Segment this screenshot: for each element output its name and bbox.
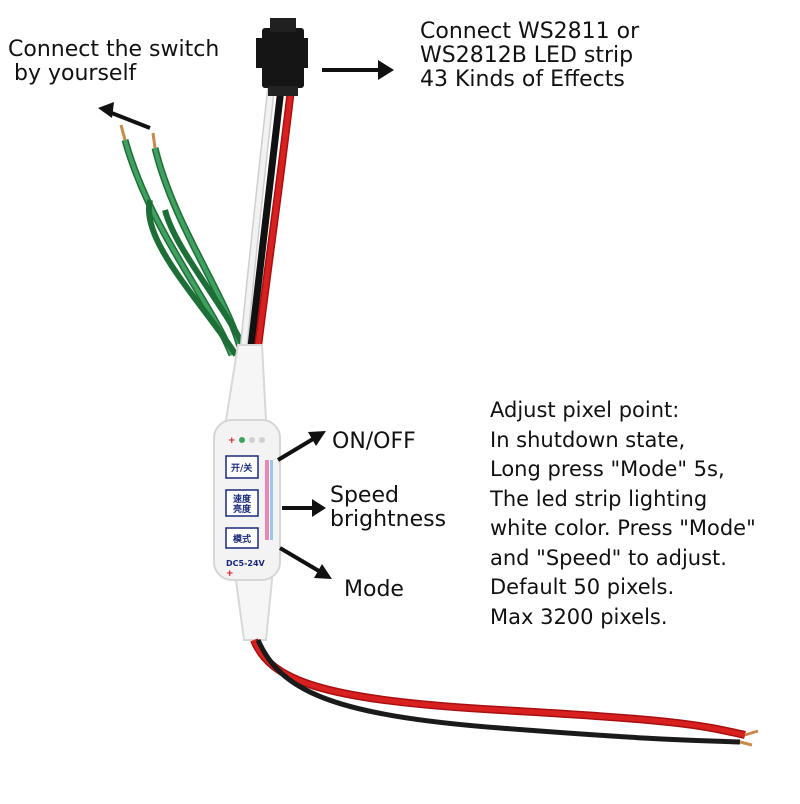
- mode-label: Mode: [344, 577, 404, 602]
- arrow-onoff-icon: [276, 431, 326, 462]
- pixel-note: Adjust pixel point: In shutdown state, L…: [490, 396, 756, 632]
- controller-body: + 开/关 速度 亮度 模式 DC5-24V +: [213, 344, 281, 641]
- switch-wires: [119, 124, 251, 357]
- power-wire: [250, 638, 759, 747]
- pixel-note-line-7: Default 50 pixels.: [490, 575, 675, 599]
- voltage-label: DC5-24V: [226, 559, 266, 568]
- arrows: [98, 60, 394, 579]
- pixel-note-line-4: The led strip lighting: [490, 486, 708, 511]
- switch-note-line-1: Connect the switch: [8, 37, 220, 62]
- pixel-note-line-5: white color. Press "Mode": [490, 516, 756, 540]
- jst-connector: [256, 18, 308, 96]
- switch-note: Connect the switch by yourself: [8, 38, 219, 86]
- arrow-strip-icon: [322, 60, 394, 80]
- rainbow-label: [265, 460, 273, 540]
- svg-text:+: +: [226, 569, 234, 579]
- onoff-button: [225, 455, 259, 479]
- mode-button: [225, 527, 259, 549]
- onoff-label: ON/OFF: [332, 429, 416, 454]
- speed-button-label-2: 亮度: [233, 503, 252, 515]
- arrow-speed-icon: [282, 499, 326, 517]
- arrow-mode-icon: [278, 546, 332, 579]
- speed-button-label-1: 速度: [233, 493, 252, 505]
- strip-note-line-2: WS2812B LED strip: [420, 43, 634, 68]
- onoff-button-label: 开/关: [231, 462, 252, 474]
- strip-note: Connect WS2811 or WS2812B LED strip 43 K…: [420, 20, 639, 92]
- arrow-switch-icon: [98, 102, 151, 130]
- pixel-note-line-6: and "Speed" to adjust.: [490, 545, 727, 570]
- strip-wires: [239, 79, 296, 356]
- pixel-note-line-2: In shutdown state,: [490, 427, 686, 452]
- mode-button-label: 模式: [233, 533, 251, 545]
- pixel-note-line-1: Adjust pixel point:: [490, 398, 680, 422]
- svg-text:+: +: [228, 436, 236, 446]
- speed-button: [225, 489, 259, 517]
- pixel-note-line-3: Long press "Mode" 5s,: [490, 457, 725, 481]
- pixel-note-line-8: Max 3200 pixels.: [490, 604, 668, 629]
- strip-note-line-3: 43 Kinds of Effects: [420, 67, 625, 92]
- speed-label: Speed brightness: [330, 484, 446, 532]
- speed-label-line-2: brightness: [330, 507, 447, 532]
- switch-note-line-2: by yourself: [14, 61, 137, 86]
- strip-note-line-1: Connect WS2811 or: [420, 19, 640, 44]
- speed-label-line-1: Speed: [330, 483, 399, 508]
